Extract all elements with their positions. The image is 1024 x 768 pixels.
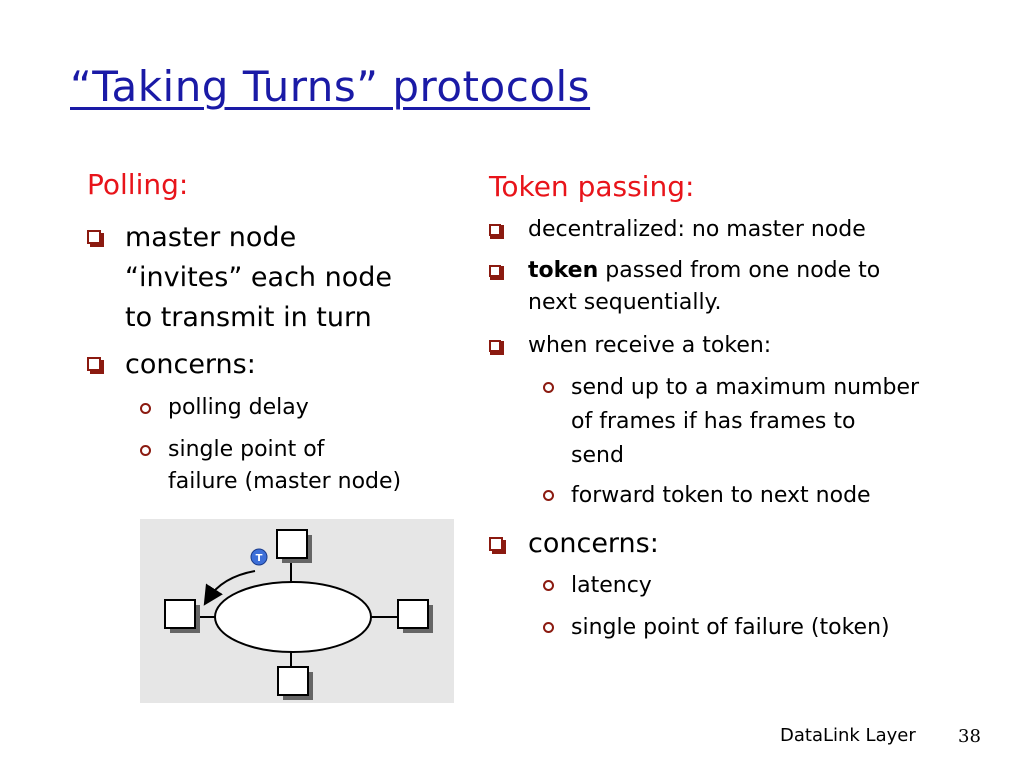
square-bullet-icon <box>489 340 504 355</box>
polling-sub-bullet-delay: polling delay <box>140 392 309 424</box>
node-right <box>397 599 433 633</box>
circle-bullet-icon <box>543 382 554 393</box>
bullet-line: “invites” each node <box>125 262 392 293</box>
circle-bullet-icon <box>543 580 554 591</box>
bullet-line: forward token to next node <box>571 483 871 508</box>
bullet-line: decentralized: no master node <box>528 217 866 242</box>
polling-heading: Polling: <box>87 168 189 201</box>
slide-title: “Taking Turns” protocols <box>70 62 591 111</box>
token-sub-bullet-latency: latency <box>543 569 652 603</box>
node-bottom <box>277 666 313 700</box>
token-sub-bullet-send: send up to a maximum number of frames if… <box>543 371 919 473</box>
node-top <box>276 529 312 563</box>
token-ring-svg: T <box>164 529 433 700</box>
bullet-line: master node <box>125 222 297 253</box>
bullet-line: concerns: <box>125 349 256 380</box>
bullet-line: latency <box>571 573 652 598</box>
circle-bullet-icon <box>140 445 151 456</box>
bullet-line: failure (master node) <box>168 469 402 494</box>
circle-bullet-icon <box>140 403 151 414</box>
token-bullet-receive: when receive a token: <box>489 330 771 362</box>
polling-sub-bullet-failure: single point of failure (master node) <box>140 434 401 498</box>
square-bullet-icon <box>489 537 506 554</box>
square-bullet-icon <box>87 230 104 247</box>
bullet-line: concerns: <box>528 528 659 559</box>
square-bullet-icon <box>489 224 504 239</box>
circle-bullet-icon <box>543 490 554 501</box>
polling-column: Polling: <box>87 168 188 201</box>
bullet-line: polling delay <box>168 395 309 420</box>
token-arrow <box>203 570 256 606</box>
circle-bullet-icon <box>543 622 554 633</box>
token-sub-bullet-forward: forward token to next node <box>543 479 871 513</box>
square-bullet-icon <box>489 265 504 280</box>
token-bold: token <box>528 258 599 283</box>
bullet-line: send <box>571 443 624 468</box>
token-ring-diagram: T <box>140 519 454 703</box>
bullet-line: send up to a maximum number <box>571 375 920 400</box>
page-number: 38 <box>958 726 981 747</box>
bullet-line: single point of <box>168 437 325 462</box>
token-bullet-passed: token passed from one node to next seque… <box>489 255 880 319</box>
bullet-text: passed from one node to <box>598 258 881 283</box>
bullet-line: of frames if has frames to <box>571 409 856 434</box>
bullet-line: token passed from one node to <box>528 255 880 287</box>
footer-label: DataLink Layer <box>780 725 916 746</box>
token-sub-bullet-failure: single point of failure (token) <box>543 611 890 645</box>
token-icon <box>250 548 268 566</box>
polling-bullet-master-node: master node “invites” each node to trans… <box>87 218 392 338</box>
token-passing-heading: Token passing: <box>489 170 695 203</box>
polling-bullet-concerns: concerns: <box>87 345 256 385</box>
square-bullet-icon <box>87 357 104 374</box>
bullet-line: single point of failure (token) <box>571 615 890 640</box>
node-left <box>164 599 200 633</box>
token-bullet-concerns: concerns: <box>489 525 659 563</box>
ring-ellipse <box>214 581 372 653</box>
bullet-line: next sequentially. <box>528 290 722 315</box>
bullet-line: to transmit in turn <box>125 302 372 333</box>
bullet-line: when receive a token: <box>528 333 772 358</box>
token-bullet-decentralized: decentralized: no master node <box>489 214 866 246</box>
token-label: T <box>256 553 263 564</box>
